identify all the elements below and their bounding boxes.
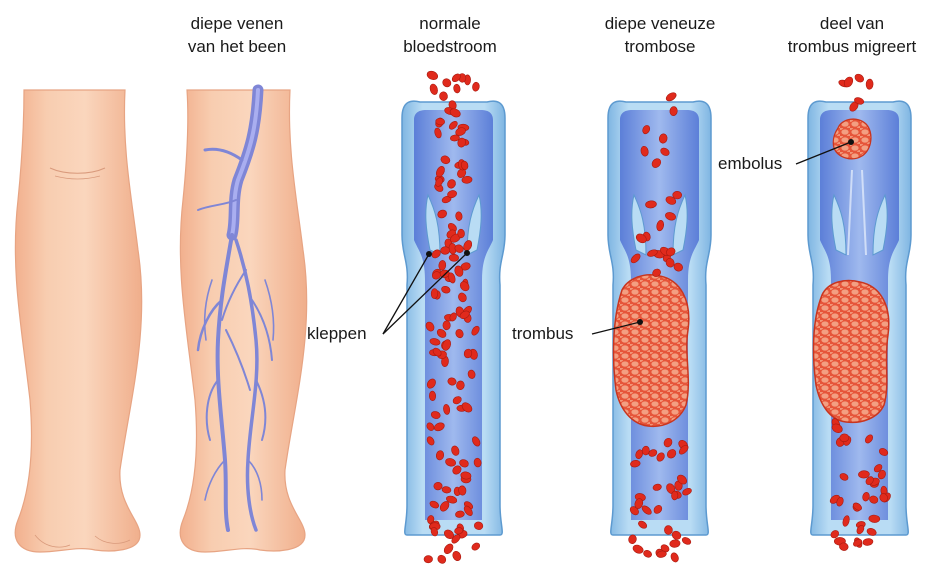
remaining-thrombus <box>814 281 889 423</box>
embolus <box>833 119 871 159</box>
caption-line: diepe venen <box>152 12 322 35</box>
caption-line: trombus migreert <box>775 35 929 58</box>
blood-cell <box>866 79 874 90</box>
blood-cell <box>470 541 481 551</box>
caption-line: van het been <box>152 35 322 58</box>
blood-cell <box>443 321 451 330</box>
blood-cell <box>429 83 439 95</box>
blood-cell <box>642 549 652 559</box>
blood-cell <box>862 538 873 546</box>
blood-cell <box>439 91 448 101</box>
blood-cell <box>670 552 680 564</box>
blood-cell <box>669 539 680 548</box>
caption-deep-veins: diepe venen van het been <box>152 12 322 58</box>
thrombus <box>614 275 689 427</box>
vessel-normal-flow <box>402 70 505 565</box>
blood-cell <box>441 77 453 89</box>
caption-normal-flow: normale bloedstroom <box>365 12 535 58</box>
blood-cell <box>453 84 461 94</box>
caption-dvt: diepe veneuze trombose <box>575 12 745 58</box>
blood-cell <box>671 491 678 500</box>
leg-with-veins <box>180 90 306 552</box>
caption-line: deel van <box>775 12 929 35</box>
blood-cell <box>429 391 436 401</box>
blood-cell <box>681 536 692 546</box>
caption-line: trombose <box>575 35 745 58</box>
blood-cell <box>434 482 443 490</box>
blood-cell <box>424 555 433 563</box>
blood-cell <box>431 288 438 298</box>
label-thrombus: trombus <box>512 324 573 344</box>
label-embolus: embolus <box>718 154 782 174</box>
blood-cell <box>472 82 480 92</box>
vessel-migration <box>808 72 911 551</box>
blood-cell <box>665 91 678 103</box>
label-valves: kleppen <box>307 324 367 344</box>
blood-cell <box>426 70 439 82</box>
blood-cell <box>436 554 447 565</box>
caption-line: diepe veneuze <box>575 12 745 35</box>
blood-cell <box>632 544 645 555</box>
blood-cell <box>440 246 450 254</box>
caption-line: normale <box>365 12 535 35</box>
leg-plain <box>15 90 141 552</box>
vessel-dvt <box>608 91 711 563</box>
caption-migration: deel van trombus migreert <box>775 12 929 58</box>
blood-cell <box>853 72 865 83</box>
caption-line: bloedstroom <box>365 35 535 58</box>
blood-cell <box>449 254 459 261</box>
blood-cell <box>451 550 462 562</box>
